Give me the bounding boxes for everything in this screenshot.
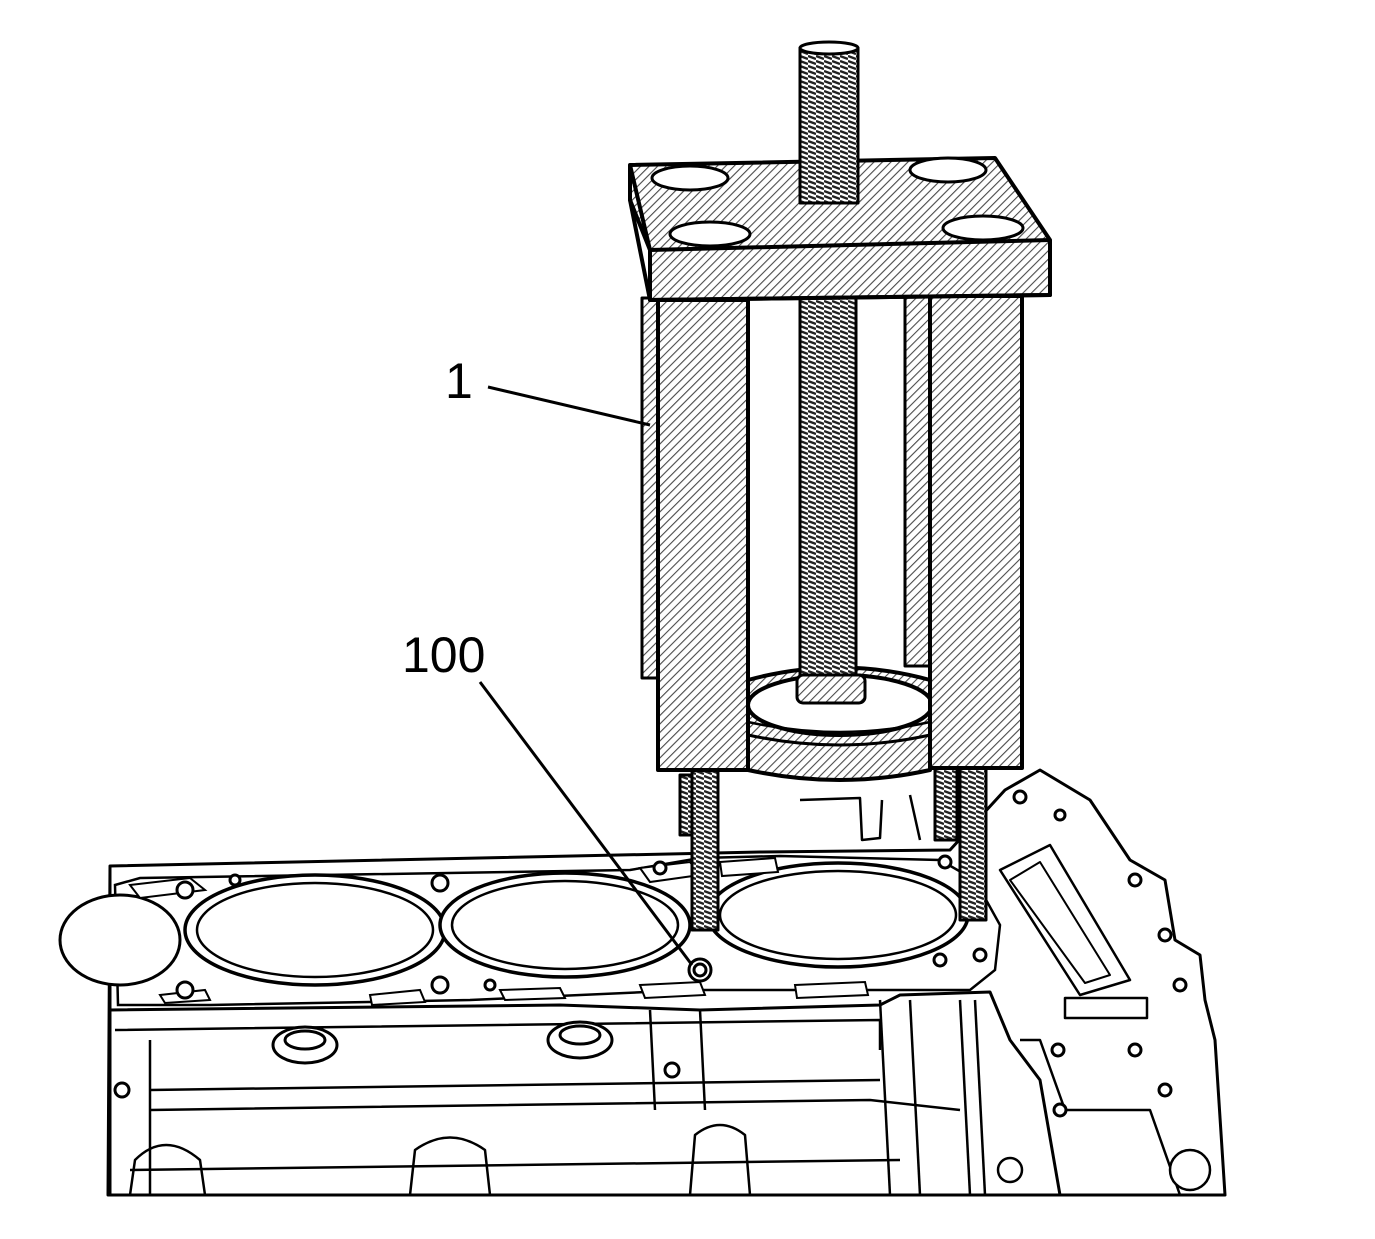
callout-label-1: 1 <box>445 353 473 409</box>
callout-1: 1 <box>445 353 651 427</box>
callout-label-100: 100 <box>402 627 485 683</box>
head-gasket <box>58 854 1002 1007</box>
puller-tool <box>628 40 1052 932</box>
callout-100: 100 <box>402 627 694 966</box>
leader-line-100 <box>478 681 694 966</box>
leader-line-1 <box>487 385 651 427</box>
